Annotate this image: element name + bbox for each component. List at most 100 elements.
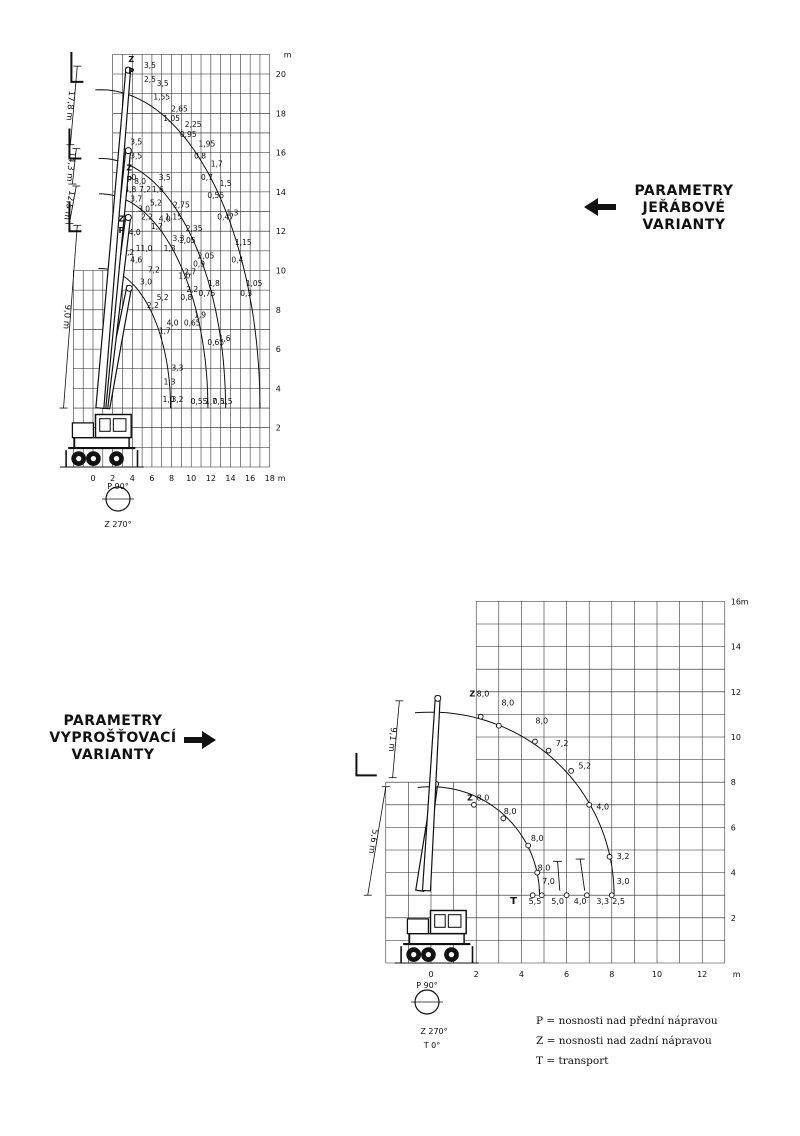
load-value-label: 5,0 bbox=[551, 897, 564, 906]
legend-key: T bbox=[536, 1055, 544, 1067]
load-value-label: 1,6 bbox=[152, 185, 164, 194]
load-value-label: 1,15 bbox=[165, 212, 182, 221]
rescue-grid bbox=[385, 601, 726, 964]
front-axle-marker: P bbox=[119, 226, 125, 235]
legend-text: transport bbox=[558, 1055, 609, 1067]
load-value-label: 0,9 bbox=[193, 260, 205, 269]
y-tick-label: 14 bbox=[731, 643, 741, 652]
load-point bbox=[563, 892, 570, 899]
y-tick-label: 18 bbox=[276, 109, 286, 118]
rescue-heading-arrow bbox=[184, 731, 216, 749]
load-value-label: 1,95 bbox=[199, 140, 216, 149]
load-value-label: 0,75 bbox=[199, 289, 216, 298]
truck-window bbox=[447, 914, 462, 928]
rescue-variant-heading: PARAMETRY VYPROŠŤOVACÍ VARIANTY bbox=[36, 713, 190, 764]
load-value-label: 2,2 bbox=[186, 285, 198, 294]
crane-heading-line-3: VARIANTY bbox=[642, 217, 726, 233]
rear-axle-marker: Z bbox=[126, 163, 132, 172]
load-value-label: 2,75 bbox=[173, 201, 190, 210]
load-value-label: 5,2 bbox=[157, 293, 169, 302]
load-value-label: 0,4 bbox=[231, 256, 243, 265]
load-value-label: 3,0 bbox=[138, 205, 150, 214]
legend-item-t: T = transport bbox=[536, 1055, 609, 1067]
load-value-label: 0,47 bbox=[217, 212, 234, 221]
boom-length-dimension bbox=[69, 185, 77, 224]
legend-text: nosnosti nad přední nápravou bbox=[558, 1015, 718, 1027]
load-value-label: 1,8 bbox=[208, 279, 220, 288]
load-value-label: 0,5 bbox=[213, 397, 225, 406]
load-value-label: 1,3 bbox=[164, 244, 176, 253]
load-value-label: 1,9 bbox=[194, 311, 206, 320]
load-point bbox=[532, 738, 538, 745]
rear-axle-marker: Z bbox=[469, 689, 475, 698]
load-value-label: 1,0 bbox=[163, 395, 175, 404]
boom-length-dimension bbox=[71, 148, 77, 185]
load-value-label: 3,3 bbox=[172, 234, 184, 243]
load-value-label: 2,5 bbox=[612, 897, 625, 906]
level-bracket bbox=[68, 128, 82, 160]
load-value-label: 0,8 bbox=[194, 151, 206, 160]
truck-hub bbox=[425, 951, 432, 958]
y-tick-label: 16 bbox=[276, 149, 286, 158]
load-value-label: 7,2 bbox=[139, 185, 151, 194]
load-value-label: 8,0 bbox=[501, 698, 514, 707]
y-tick-label: 4 bbox=[276, 384, 281, 393]
x-tick-label: 6 bbox=[149, 474, 154, 483]
load-value-label: 4,8 bbox=[124, 185, 136, 194]
load-value-label: 0,65 bbox=[184, 319, 201, 328]
load-value-label: 8,0 bbox=[538, 863, 551, 872]
load-point bbox=[538, 892, 545, 899]
rear-rotation-label: Z 270° bbox=[420, 1027, 447, 1036]
load-value-label: 4,0 bbox=[596, 802, 609, 811]
load-value-label: 1,55 bbox=[153, 93, 170, 102]
transport-tick bbox=[553, 860, 563, 891]
boom-length-dimension bbox=[70, 66, 78, 145]
load-value-label: 5,2 bbox=[150, 199, 162, 208]
x-tick-label: 12 bbox=[697, 970, 707, 979]
x-tick-label: 4 bbox=[130, 474, 135, 483]
front-rotation-label: P 90° bbox=[416, 981, 438, 990]
y-tick-label: 14 bbox=[276, 188, 286, 197]
crane-turret bbox=[71, 422, 95, 439]
load-value-label: 9,0 bbox=[124, 173, 136, 182]
x-axis-unit: m bbox=[733, 970, 741, 979]
rescue-heading-line-3: VARIANTY bbox=[71, 747, 155, 763]
rear-rotation-label: Z 270° bbox=[104, 520, 131, 529]
y-tick-label: 12 bbox=[276, 227, 286, 236]
rescue-boom-long bbox=[421, 695, 441, 892]
y-tick-label: 10 bbox=[731, 733, 741, 742]
load-value-label: 0,55 bbox=[191, 397, 208, 406]
x-tick-label: 2 bbox=[110, 474, 115, 483]
load-value-label: 1,7 bbox=[211, 159, 223, 168]
load-value-label: 0,8 bbox=[180, 293, 192, 302]
x-tick-label: 2 bbox=[474, 970, 479, 979]
load-value-label: 1,3 bbox=[226, 208, 238, 217]
load-envelope-curve bbox=[95, 89, 261, 409]
load-value-label: 1,6 bbox=[219, 334, 231, 343]
x-tick-label: 0 bbox=[90, 474, 95, 483]
transport-marker: T bbox=[510, 896, 517, 907]
y-tick-label: 2 bbox=[731, 914, 736, 923]
truck-hub bbox=[411, 951, 417, 958]
y-tick-label: 4 bbox=[731, 869, 736, 878]
load-value-label: 14,0 bbox=[124, 228, 141, 237]
load-point bbox=[529, 892, 536, 899]
boom-length-dimension bbox=[63, 225, 78, 409]
rear-axle-marker: Z bbox=[128, 55, 134, 64]
load-envelope-curve bbox=[99, 193, 209, 405]
truck-window bbox=[434, 914, 446, 928]
load-value-label: 7,2 bbox=[122, 248, 134, 257]
truck-chassis bbox=[408, 932, 465, 945]
y-tick-label: 8 bbox=[731, 778, 736, 787]
front-rotation-label: P 90° bbox=[107, 482, 129, 491]
load-value-label: 2,35 bbox=[186, 224, 203, 233]
load-value-label: 2,65 bbox=[171, 104, 188, 113]
legend-item-z: Z = nosnosti nad zadní nápravou bbox=[536, 1035, 712, 1047]
crane-heading-arrow bbox=[584, 198, 616, 216]
load-value-label: 3,3 bbox=[596, 897, 609, 906]
y-tick-label: 10 bbox=[276, 267, 286, 276]
x-tick-label: 0 bbox=[428, 970, 433, 979]
legend-text: nosnosti nad zadní nápravou bbox=[558, 1035, 712, 1047]
load-value-label: 2,2 bbox=[141, 212, 153, 221]
